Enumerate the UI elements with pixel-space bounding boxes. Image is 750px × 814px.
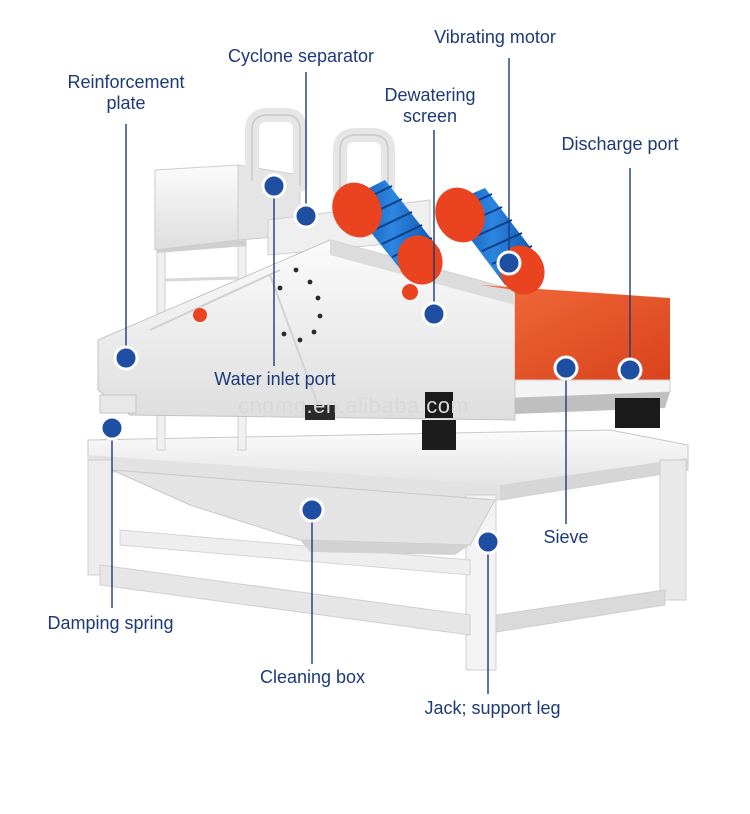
marker-dewatering-screen: [421, 301, 447, 327]
leader-lines: [111, 58, 631, 694]
label-sieve: Sieve: [543, 527, 589, 547]
marker-jack-support-leg: [475, 529, 501, 555]
marker-cyclone-separator: [293, 203, 319, 229]
marker-cleaning-box: [299, 497, 325, 523]
watermark: cngmg.en.alibaba.com: [238, 393, 470, 418]
base-frame: [87, 429, 689, 671]
label-cleaning-box: Cleaning box: [259, 667, 366, 687]
label-reinforcement-plate-line1: Reinforcement: [67, 72, 185, 92]
label-dewatering-screen-line1: Dewatering: [384, 85, 476, 105]
marker-vibrating-motor: [496, 250, 522, 276]
label-water-inlet-port: Water inlet port: [214, 369, 336, 389]
damping-springs: [99, 392, 660, 450]
label-jack-support-leg: Jack; support leg: [424, 698, 561, 718]
label-vibrating-motor: Vibrating motor: [434, 27, 556, 47]
label-dewatering-screen: Dewatering screen: [360, 85, 500, 127]
label-discharge-port: Discharge port: [561, 134, 679, 154]
label-cyclone-separator: Cyclone separator: [227, 46, 375, 66]
label-dewatering-screen-line2: screen: [402, 106, 458, 126]
marker-discharge-port: [617, 357, 643, 383]
label-reinforcement-plate-line2: plate: [106, 93, 146, 113]
vibrating-motor-left: [332, 180, 443, 285]
cyclone-pipes: [245, 108, 395, 197]
marker-reinforcement-plate: [113, 345, 139, 371]
label-damping-spring: Damping spring: [47, 613, 174, 633]
markers: [99, 173, 643, 555]
label-reinforcement-plate: Reinforcement plate: [46, 72, 206, 114]
marker-water-inlet-port: [261, 173, 287, 199]
discharge-section: [480, 285, 671, 414]
marker-sieve: [553, 355, 579, 381]
marker-damping-spring: [99, 415, 125, 441]
